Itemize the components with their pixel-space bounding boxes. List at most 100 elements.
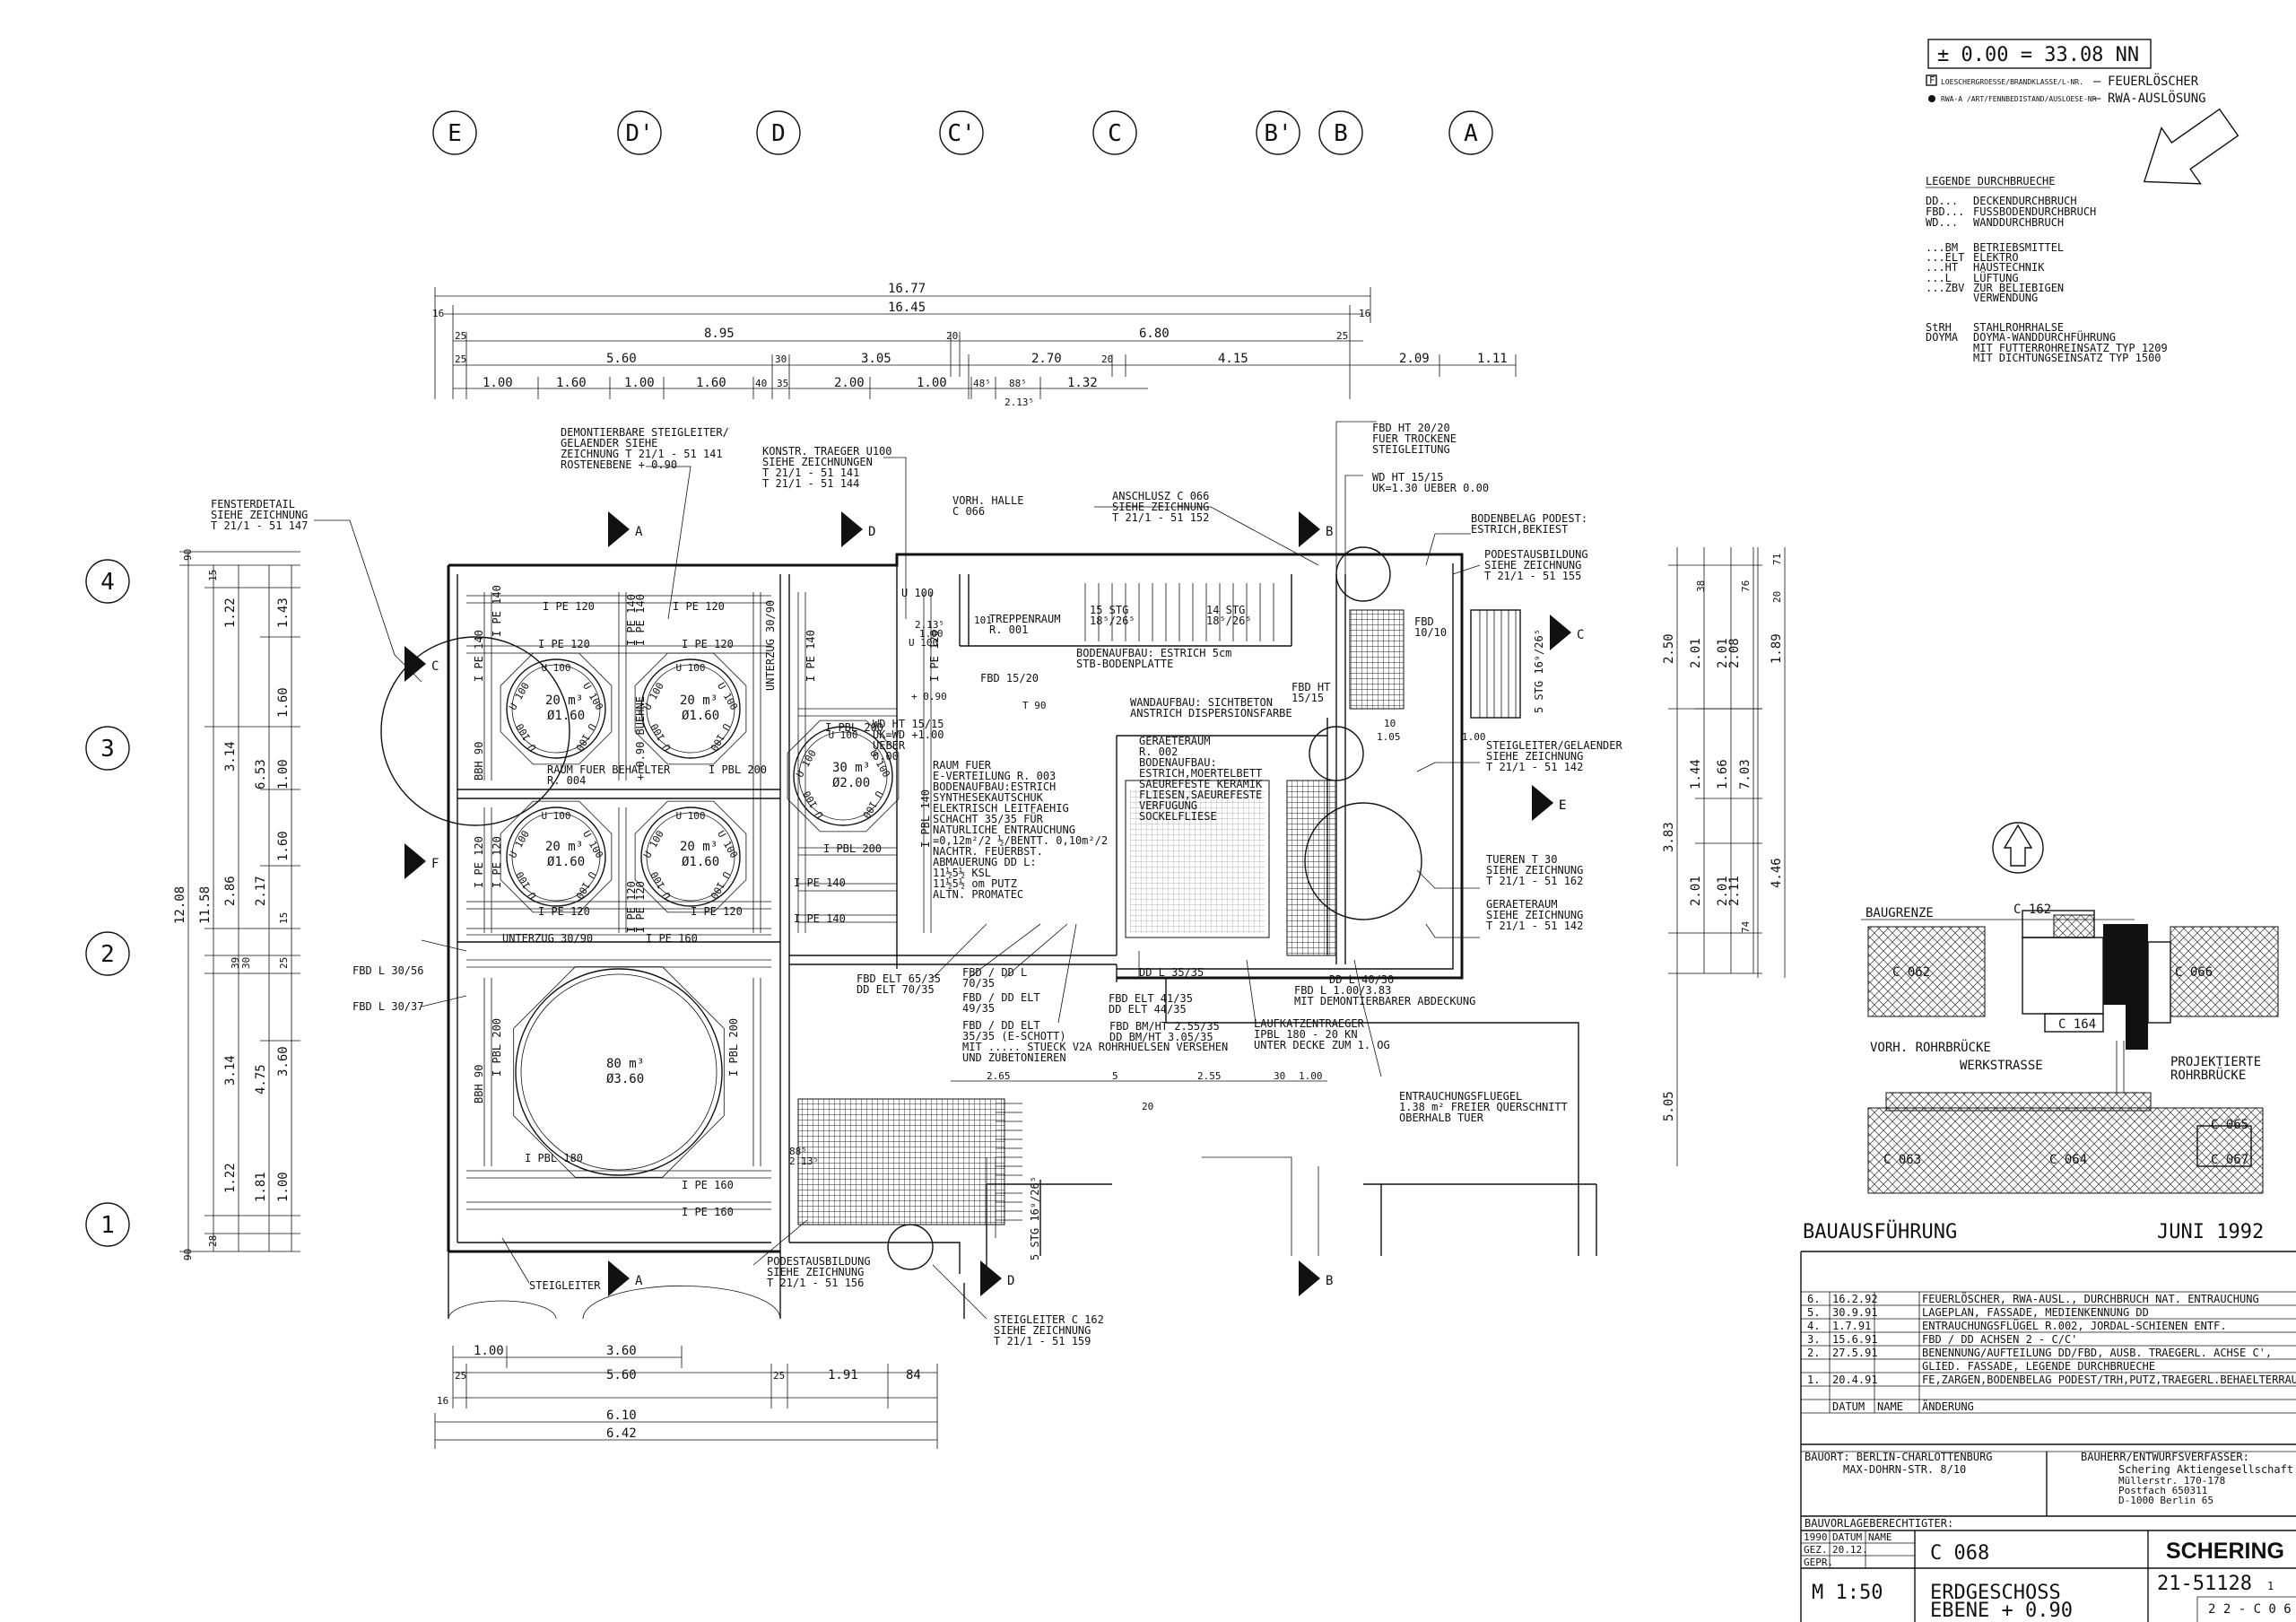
- annotation-traeger: KONSTR. TRAEGER U100: [762, 445, 892, 458]
- annotation-tueren: SIEHE ZEICHNUNG: [1486, 864, 1583, 876]
- svg-text:25: 25: [455, 1370, 466, 1382]
- section-arrow-icon: [608, 1260, 630, 1296]
- annotation-traeger: SIEHE ZEICHNUNGEN: [762, 456, 873, 468]
- svg-text:1.00: 1.00: [276, 1172, 291, 1202]
- section-arrow-icon: [980, 1260, 1002, 1296]
- dimension-value: U 100: [909, 637, 938, 649]
- svg-text:I PE 120: I PE 120: [491, 836, 503, 888]
- annotation-fbd-dd3: 35/35 (E-SCHOTT): [962, 1030, 1066, 1042]
- svg-text:FEUERLÖSCHER: FEUERLÖSCHER: [2108, 73, 2199, 89]
- annotation-vorh-halle: VORH. HALLE: [952, 494, 1023, 507]
- axis-label: A: [1464, 120, 1478, 147]
- svg-text:RWA-A /ART/FENNBEDISTAND/AUSLO: RWA-A /ART/FENNBEDISTAND/AUSLOESE-NR: [1941, 95, 2097, 103]
- svg-text:25: 25: [773, 1370, 785, 1382]
- annotation-fbd-l100: FBD L 1.00/3.83: [1294, 984, 1391, 997]
- svg-text:—: —: [2093, 74, 2101, 89]
- svg-text:I PE 120: I PE 120: [691, 905, 743, 918]
- revision-number: 1.: [1807, 1373, 1820, 1386]
- svg-text:ROHRBRÜCKE: ROHRBRÜCKE: [2170, 1067, 2246, 1083]
- annotation-geraeteraum1: R. 002: [1139, 746, 1178, 758]
- beam-label: U 100: [641, 829, 666, 860]
- svg-text:RWA-AUSLÖSUNG: RWA-AUSLÖSUNG: [2108, 90, 2206, 106]
- svg-text:1.32: 1.32: [1067, 376, 1098, 390]
- annotation-anschlusz: T 21/1 - 51 152: [1112, 511, 1209, 524]
- annotation-wdht: 0.00: [873, 750, 899, 763]
- dimension-value: 2.13⁵: [789, 1155, 819, 1167]
- annotation-raum-everteil: E-VERTEILUNG R. 003: [933, 770, 1056, 782]
- section-arrow-icon: [1299, 511, 1320, 547]
- beam-label: U 100: [708, 721, 733, 753]
- revision-number: 3.: [1807, 1333, 1820, 1346]
- annotation-podest-low: T 21/1 - 51 156: [767, 1277, 864, 1289]
- annotation-bodenaufbau1: STB-BODENPLATTE: [1076, 658, 1173, 670]
- annotation-treppenraum: TREPPENRAUM: [989, 613, 1060, 625]
- svg-text:C 066: C 066: [2175, 965, 2213, 980]
- svg-text:1.22: 1.22: [223, 597, 238, 628]
- beam-label: U 100: [708, 869, 733, 901]
- annotation-geraeteraum1: GERAETERAUM: [1139, 735, 1210, 747]
- svg-text:1.44: 1.44: [1689, 759, 1703, 789]
- svg-text:F: F: [1929, 74, 1935, 86]
- beam-label: U 100: [801, 789, 826, 820]
- annotation-fbd-dd: 70/35: [962, 977, 995, 990]
- annotation-laufkatzen: IPBL 180 - 20 KN: [1254, 1028, 1358, 1041]
- svg-text:I PE 120: I PE 120: [473, 836, 485, 888]
- beam-label: U 100: [794, 748, 819, 780]
- svg-text:5.60: 5.60: [606, 352, 637, 366]
- svg-text:C 067: C 067: [2211, 1153, 2248, 1167]
- svg-text:20: 20: [1101, 353, 1113, 365]
- annotation-geraeteraum1: SAEUREFESTE KERAMIK: [1139, 778, 1263, 790]
- svg-text:I PE 120: I PE 120: [543, 600, 595, 613]
- tank-volume: 30 m³: [832, 761, 870, 775]
- svg-text:GEZ.: GEZ.: [1804, 1544, 1828, 1556]
- revision-number: 5.: [1807, 1306, 1820, 1319]
- dimension-value: 30: [1274, 1070, 1285, 1082]
- section-arrow-icon: [404, 843, 426, 879]
- svg-text:I PE 140: I PE 140: [794, 876, 846, 889]
- svg-text:8.95: 8.95: [704, 327, 735, 341]
- annotation-wdht: UEBER: [873, 739, 906, 752]
- svg-text:1.22: 1.22: [223, 1163, 238, 1193]
- svg-text:VORH. ROHRBRÜCKE: VORH. ROHRBRÜCKE: [1870, 1039, 1991, 1055]
- svg-text:15: 15: [278, 912, 290, 924]
- svg-text:16.45: 16.45: [888, 301, 926, 315]
- revision-text: BENENNUNG/AUFTEILUNG DD/FBD, AUSB. TRAEG…: [1922, 1347, 2272, 1359]
- svg-text:40: 40: [755, 378, 767, 389]
- svg-text:BAUORT: BERLIN-CHARLOTTENBURG: BAUORT: BERLIN-CHARLOTTENBURG: [1805, 1451, 1993, 1463]
- annotation-fbd-dd3: MIT ..... STUECK V2A ROHRHUELSEN VERSEHE…: [962, 1041, 1228, 1053]
- annotation-bodenbelag: ESTRICH,BEKIEST: [1471, 523, 1568, 536]
- svg-text:6.42: 6.42: [606, 1426, 637, 1441]
- annotation-bodenaufbau1: BODENAUFBAU: ESTRICH 5cm: [1076, 647, 1231, 659]
- annotation-fensterdetail: FENSTERDETAIL: [211, 498, 295, 510]
- svg-text:20: 20: [946, 330, 958, 342]
- svg-text:1.60: 1.60: [276, 687, 291, 718]
- axis-label: B: [1334, 120, 1348, 147]
- top-dimension-chains: 16.77 16.45 16 16 25 25 20 8.95 6.80 25 …: [432, 282, 1517, 408]
- beam-label: U 100: [860, 789, 885, 820]
- axis-label: C': [947, 120, 975, 147]
- svg-text:3.60: 3.60: [606, 1344, 637, 1358]
- axis-bubble: [1318, 110, 1363, 155]
- revision-date: 1.7.91: [1832, 1320, 1871, 1332]
- svg-text:Postfach 650311: Postfach 650311: [2118, 1485, 2207, 1496]
- annotation-fbd1010: FBD: [1414, 615, 1434, 628]
- dimension-value: 1.05: [1377, 731, 1401, 743]
- beam-label: U 100: [507, 829, 532, 860]
- svg-text:48⁵: 48⁵: [973, 378, 991, 389]
- tank-circle: [506, 807, 606, 907]
- svg-text:28: 28: [207, 1235, 219, 1247]
- svg-text:I PE 140: I PE 140: [634, 594, 647, 646]
- svg-text:16: 16: [1359, 308, 1370, 319]
- svg-text:39: 39: [230, 957, 241, 969]
- svg-text:I PE 140: I PE 140: [625, 594, 638, 646]
- annotation-fbd-dd2: 49/35: [962, 1002, 995, 1015]
- drawing-code: 2 2 - C 0 6 8: [2208, 1602, 2296, 1617]
- annotation-podest-top: SIEHE ZEICHNUNG: [1484, 559, 1581, 571]
- annotation-wd-ht: UK=1.30 UEBER 0.00: [1372, 482, 1489, 494]
- svg-text:C 164: C 164: [2058, 1017, 2096, 1032]
- svg-text:3.05: 3.05: [861, 352, 891, 366]
- axis-label: D: [771, 120, 786, 147]
- annotation-traeger: T 21/1 - 51 141: [762, 467, 859, 479]
- annotation-wandaufbau: ANSTRICH DISPERSIONSFARBE: [1130, 707, 1292, 719]
- section-arrow-icon: [1532, 785, 1553, 821]
